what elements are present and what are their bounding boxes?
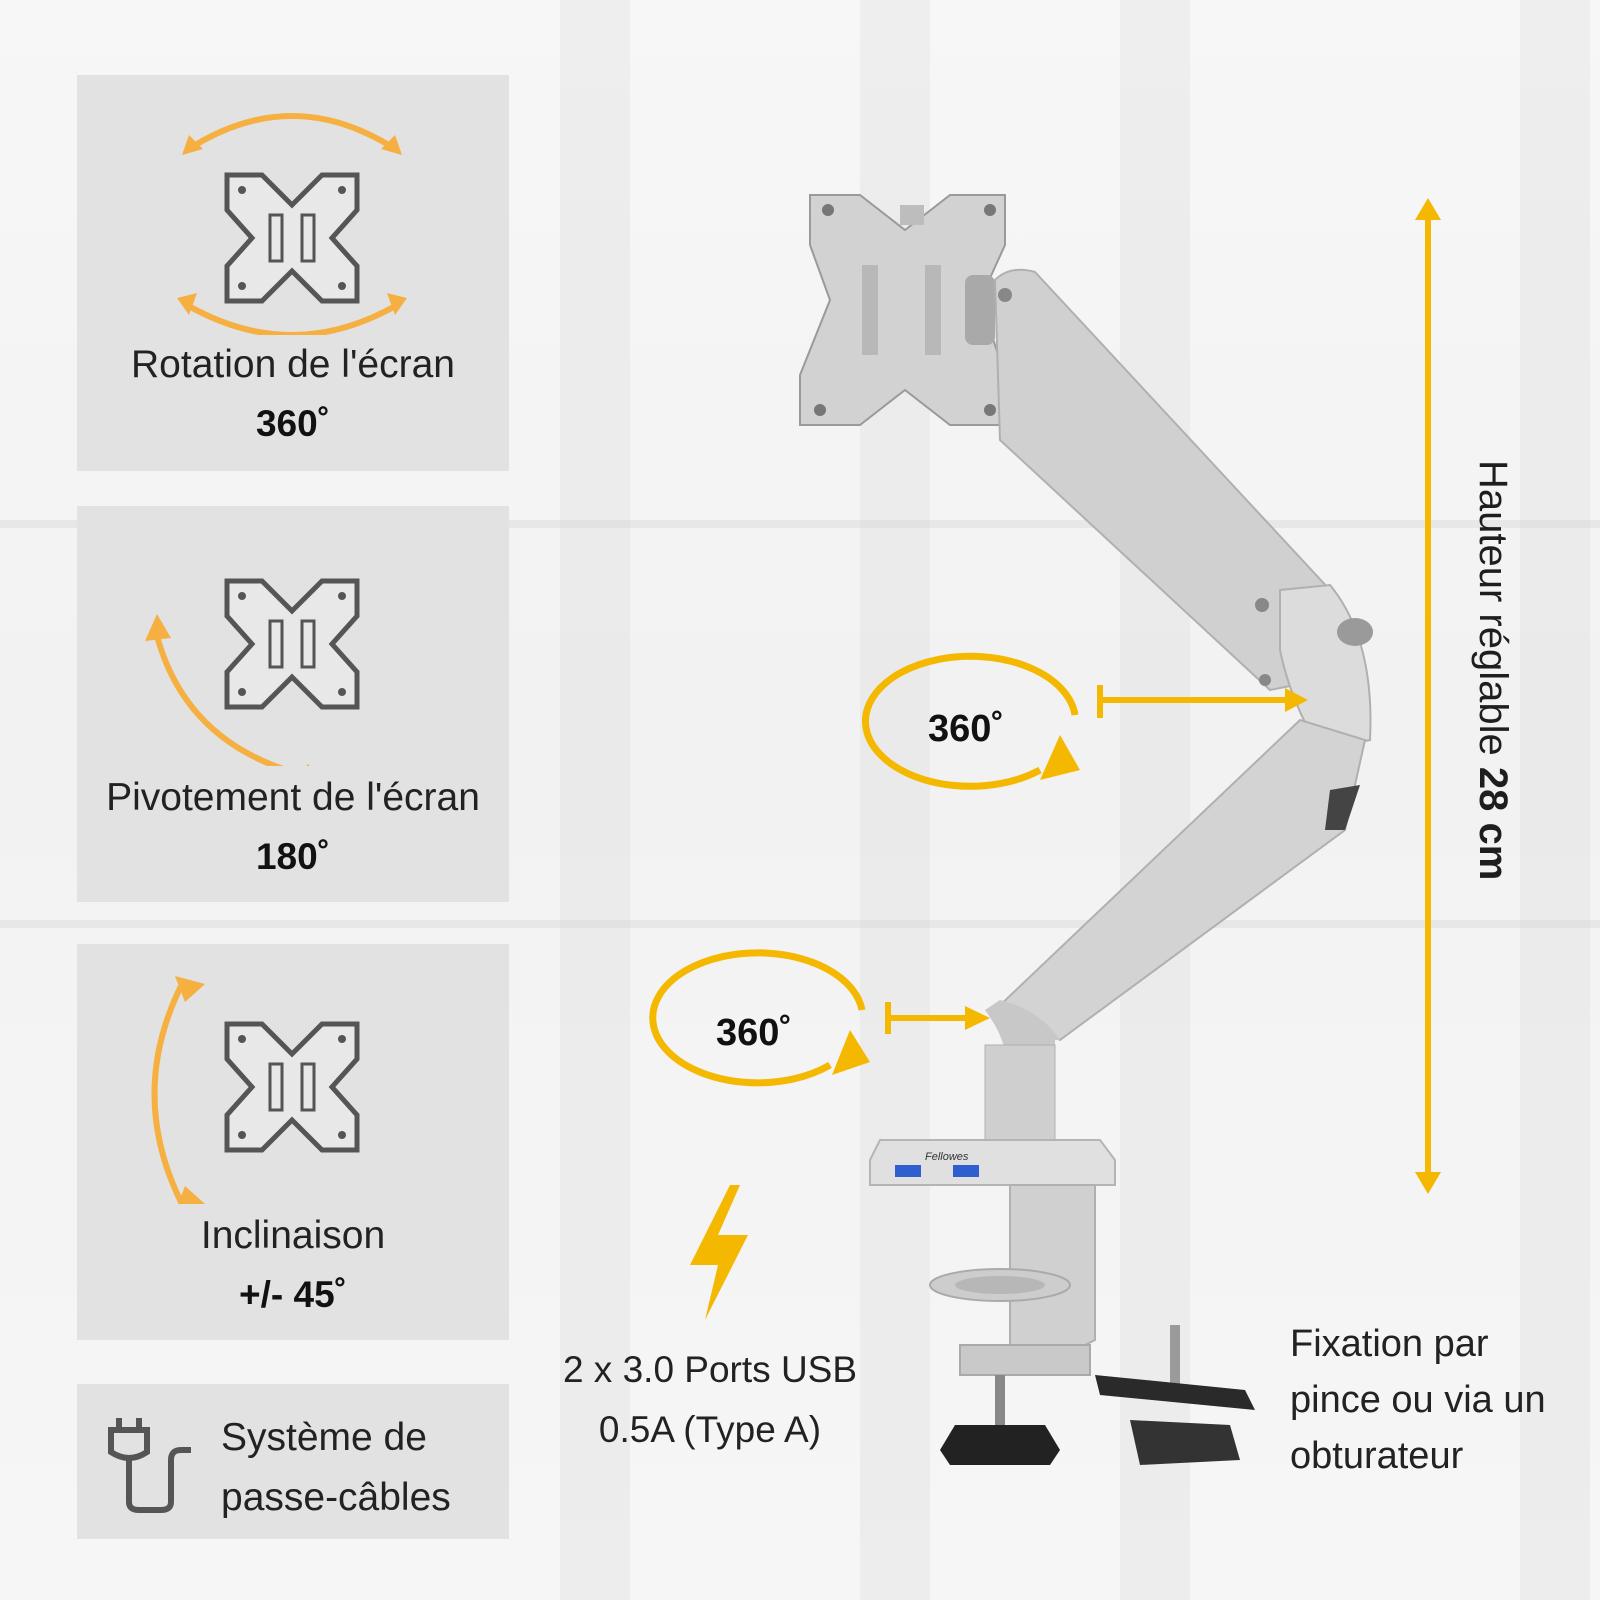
mounting-caption: Fixation par pince ou via un obturateur — [1290, 1316, 1546, 1484]
feature-card-pivot: Pivotement de l'écran 180˚ — [77, 506, 509, 902]
background-beam — [0, 920, 1600, 928]
usb-ports-caption: 2 x 3.0 Ports USB 0.5A (Type A) — [540, 1340, 880, 1460]
height-arrow — [1415, 198, 1441, 1194]
background-window-frame — [560, 0, 630, 1600]
cable-management-line: passe-câbles — [221, 1476, 451, 1519]
height-value: 28 cm — [1471, 766, 1515, 881]
feature-card-cable-management: Système de passe-câbles — [77, 1384, 509, 1539]
upper-swivel-indicator — [862, 652, 1308, 790]
grommet-plate — [1095, 1375, 1255, 1410]
feature-label: Pivotement de l'écran — [106, 776, 480, 819]
rotate-arrows-icon — [177, 113, 407, 335]
feature-card-tilt: Inclinaison +/- 45˚ — [77, 944, 509, 1340]
mounting-caption-line: Fixation par — [1290, 1323, 1489, 1365]
lower-swivel-value: 360˚ — [716, 1012, 793, 1054]
height-label-text: Hauteur réglable — [1471, 460, 1515, 767]
height-adjustable-label: Hauteur réglable 28 cm — [1470, 460, 1515, 880]
usb-caption-line: 0.5A (Type A) — [598, 1409, 822, 1450]
background-beam — [0, 520, 1600, 528]
feature-card-rotation: Rotation de l'écran 360˚ — [77, 75, 509, 471]
upper-swivel-value: 360˚ — [928, 708, 1005, 750]
lightning-bolt-icon — [690, 1185, 748, 1320]
pivot-arrow-icon — [145, 578, 360, 766]
mounting-caption-line: obturateur — [1290, 1435, 1464, 1477]
cable-management-line: Système de — [221, 1416, 427, 1459]
usb-port — [895, 1165, 921, 1177]
vesa-mount-plate — [799, 194, 1006, 426]
plug-cable-icon — [108, 1418, 191, 1513]
mounting-caption-line: pince ou via un — [1290, 1379, 1546, 1421]
brand-mark: Fellowes — [925, 1151, 969, 1163]
feature-label: Rotation de l'écran — [131, 343, 455, 386]
usb-caption-line: 2 x 3.0 Ports USB — [562, 1349, 858, 1390]
feature-value: 180˚ — [255, 836, 331, 877]
usb-port — [953, 1165, 979, 1177]
clamp-knob — [940, 1425, 1060, 1465]
feature-label: Inclinaison — [200, 1214, 386, 1257]
feature-value: +/- 45˚ — [239, 1274, 347, 1315]
background-window-frame — [1520, 0, 1590, 1600]
feature-value: 360˚ — [255, 403, 331, 444]
tilt-arrow-icon — [151, 976, 360, 1204]
lower-swivel-indicator — [649, 949, 990, 1087]
